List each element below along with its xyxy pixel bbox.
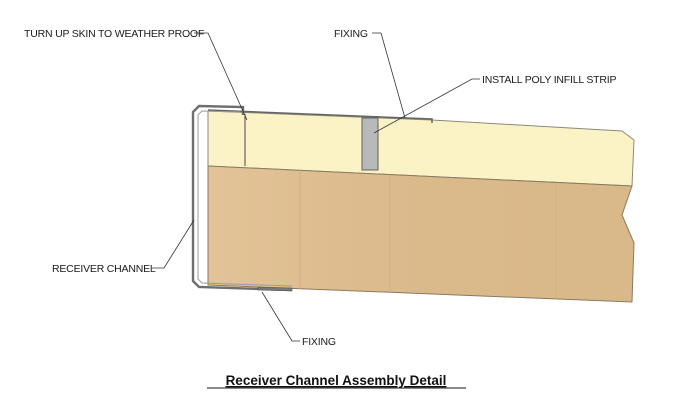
label-receiver-channel: RECEIVER CHANNEL	[52, 263, 156, 275]
label-turn-up-skin: TURN UP SKIN TO WEATHER PROOF	[24, 28, 204, 40]
label-install-poly-infill: INSTALL POLY INFILL STRIP	[482, 74, 616, 86]
poly-infill-strip	[361, 117, 379, 171]
leader-receiver-channel	[152, 219, 195, 269]
drawing-title: Receiver Channel Assembly Detail	[226, 373, 447, 388]
receiver-channel	[191, 104, 293, 292]
leader-install-poly	[373, 78, 480, 134]
label-fixing-bottom: FIXING	[302, 336, 336, 348]
receiver-channel-inner	[197, 110, 293, 287]
timber-board	[207, 165, 635, 303]
leader-fixing-bottom	[261, 291, 300, 342]
board-grain	[299, 170, 557, 299]
top-skin-sheet	[207, 109, 433, 123]
label-fixing-top: FIXING	[334, 28, 368, 40]
leader-turn-up-skin	[194, 32, 248, 121]
leader-fixing-top	[372, 32, 406, 119]
bottom-fixing-plate	[257, 286, 293, 292]
